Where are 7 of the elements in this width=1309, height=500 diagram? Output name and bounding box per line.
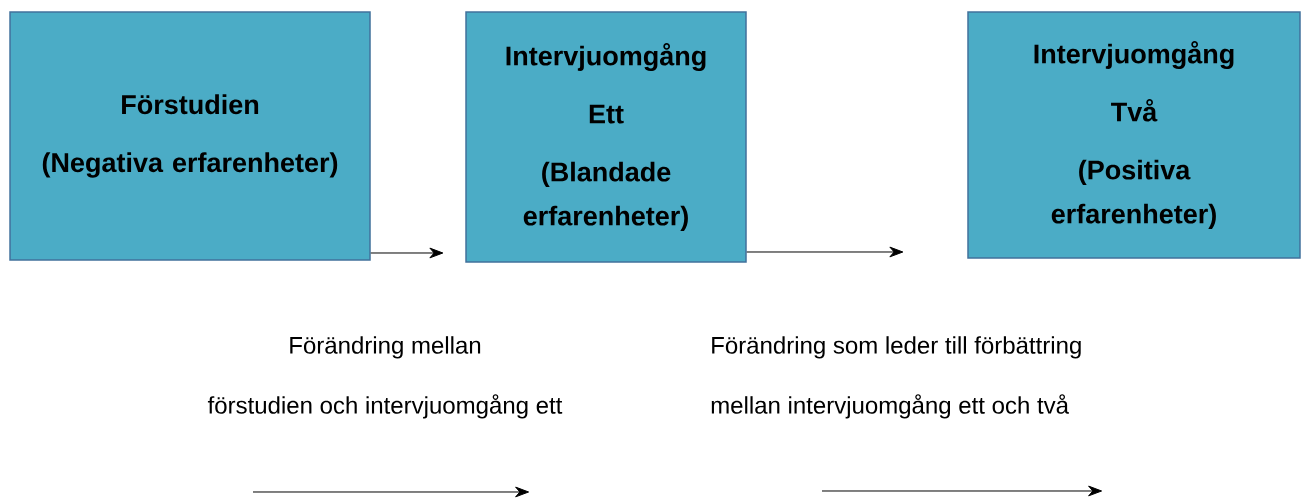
process-box: Förstudien (Negativa erfarenheter)	[9, 11, 371, 261]
annotation-text: Förändring som leder till förbättring mellan intervjuomgång ett och två	[711, 336, 1081, 419]
arrow	[746, 246, 904, 258]
arrow	[370, 247, 444, 259]
annotation-text: Förändring mellan förstudien och intervjuomgång ett	[207, 336, 563, 419]
process-box: Intervjuomgång Ett (Blandade erfarenheter)	[465, 11, 747, 263]
process-box: Intervjuomgång Två (Positiva erfarenheter)	[967, 11, 1301, 259]
